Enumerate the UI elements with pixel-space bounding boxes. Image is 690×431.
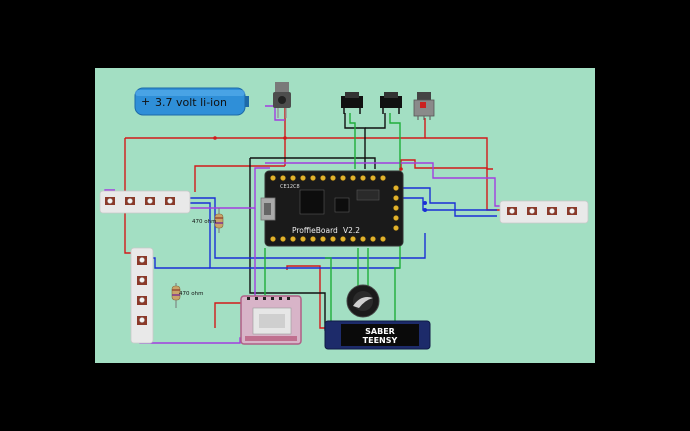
oled-display: SABER TEENSY (324, 320, 431, 350)
blue-wire-left-strip (190, 197, 426, 259)
green-wire-bt (264, 248, 270, 297)
wiring-diagram-canvas: + 3.7 volt li-ion (95, 68, 595, 363)
bluetooth-module (240, 295, 302, 345)
red-wire-mid (194, 165, 285, 192)
red-wires (124, 88, 500, 329)
resistor-icon: 470 ohm (192, 208, 224, 233)
header-pins-bottom (270, 236, 386, 242)
led-strip-icon (499, 200, 589, 224)
tactile-button-icon[interactable] (380, 92, 402, 114)
junction-dots-red (213, 136, 403, 171)
green-wire-button-1 (349, 113, 356, 169)
red-wire-top-rail (125, 137, 286, 166)
speaker-icon (346, 284, 380, 318)
black-wire-left (249, 158, 255, 294)
header-pins-top (270, 175, 386, 181)
usb-port-icon (260, 197, 276, 221)
oled-line-2: TEENSY (363, 336, 398, 345)
led-strip-icon (130, 247, 154, 344)
chip-marking: CE12C8 (280, 184, 300, 190)
board-name: ProffieBoard (292, 226, 338, 235)
blue-wire-right-strip (400, 187, 497, 217)
proffieboard: CE12C8 ProffieBoard V2.2 (260, 170, 404, 247)
resistor-icon: 470 ohm (171, 283, 203, 308)
battery-plus: + (141, 95, 150, 108)
battery-label: 3.7 volt li-ion (155, 96, 227, 109)
wiring-diagram: + 3.7 volt li-ion (99, 82, 589, 350)
oled-line-1: SABER (365, 327, 395, 336)
board-version: V2.2 (343, 226, 360, 235)
black-wire-button-2 (365, 113, 386, 129)
blue-wire-left-strip-2 (190, 202, 400, 269)
tactile-button-icon[interactable] (341, 92, 363, 114)
blue-wire-right-strip-2 (400, 197, 497, 211)
barrel-jack-icon (273, 82, 291, 118)
purple-wire-center (190, 167, 270, 209)
resistor-bottom-label: 470 ohm (179, 291, 203, 297)
red-wire-right (425, 137, 493, 170)
junction-dots (423, 201, 427, 212)
black-wire-ground (250, 157, 376, 169)
green-wire-oled (325, 257, 332, 323)
purple-wire-right (265, 162, 500, 207)
led-strip-icon (99, 190, 191, 214)
header-pins-right (393, 185, 399, 231)
slide-switch-icon[interactable] (413, 92, 435, 120)
purple-wire-battery (265, 105, 285, 121)
battery-icon: + 3.7 volt li-ion (134, 87, 249, 116)
resistor-top-label: 470 ohm (192, 219, 216, 225)
sd-slot (356, 189, 380, 201)
amp-chip (334, 197, 350, 213)
mcu-chip (299, 189, 325, 215)
